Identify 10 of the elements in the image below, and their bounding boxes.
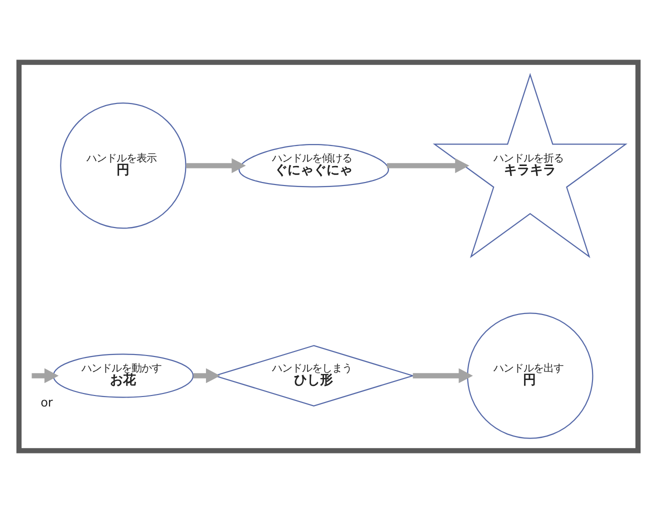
node-label: or	[40, 396, 53, 410]
node-circle: ハンドルを表示 円	[60, 102, 186, 229]
arrow	[387, 158, 470, 174]
arrow	[32, 368, 59, 384]
arrow	[412, 368, 473, 384]
arrow	[186, 158, 246, 174]
node-circle: ハンドルを出す 円	[467, 312, 594, 439]
cluster	[16, 60, 641, 454]
arrow	[193, 368, 220, 384]
node-ellipse: ハンドルを動かす お花	[52, 354, 194, 398]
